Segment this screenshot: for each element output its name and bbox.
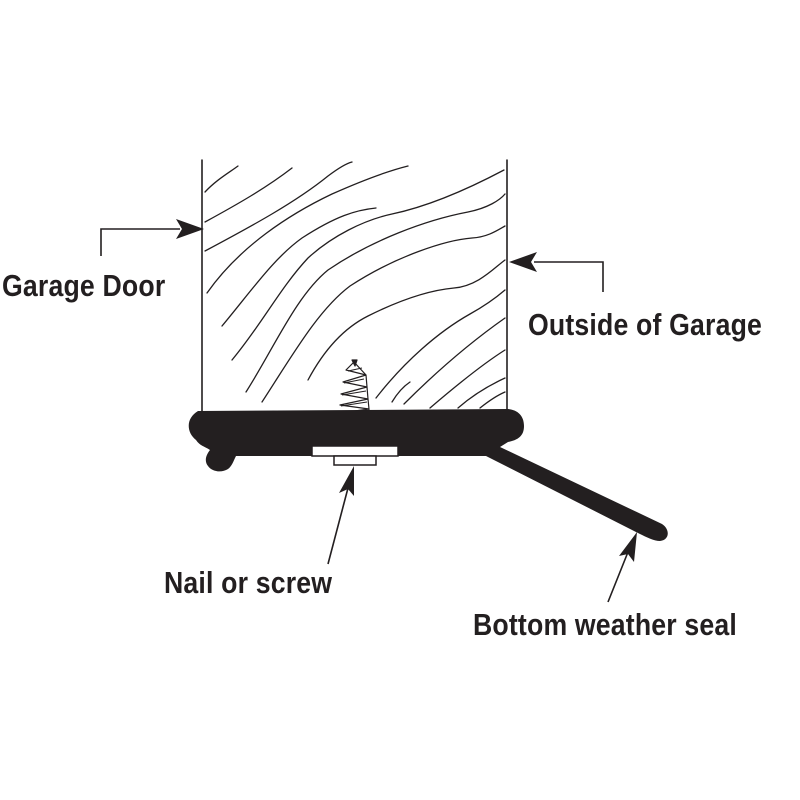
outside-of-garage-label: Outside of Garage [528, 307, 763, 342]
garage-door-label: Garage Door [2, 268, 166, 303]
outside-callout [509, 252, 604, 292]
nail-or-screw-label: Nail or screw [164, 565, 333, 600]
screw-tip [351, 359, 358, 367]
arrowhead-icon [176, 219, 204, 239]
arrowhead-icon [509, 252, 537, 272]
garage-door-callout [100, 219, 204, 256]
bottom-weather-seal-label: Bottom weather seal [473, 607, 738, 642]
screw [339, 359, 370, 414]
fastener-head [311, 445, 399, 466]
nail-callout [327, 466, 354, 565]
arrowhead-icon [619, 532, 637, 562]
wood-grain [204, 161, 506, 409]
seal-callout [607, 532, 637, 603]
garage-door-panel [201, 159, 508, 413]
bottom-weather-seal [188, 409, 668, 541]
screw-thread [339, 361, 370, 414]
arrowhead-icon [339, 466, 354, 496]
